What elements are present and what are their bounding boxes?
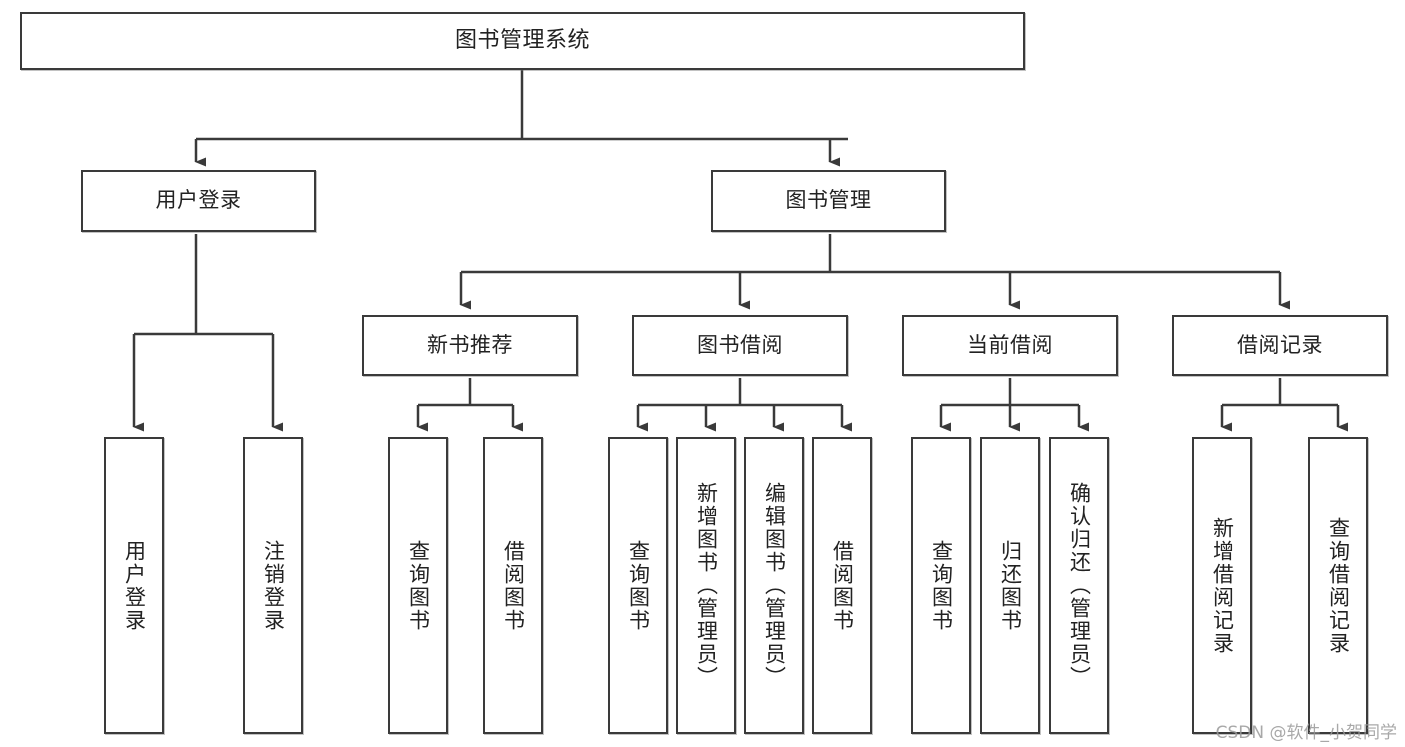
- node-root[interactable]: 图书管理系统: [20, 12, 1025, 70]
- node-leaf-return-book[interactable]: 归还图书: [980, 437, 1040, 734]
- node-leaf-user-login-label: 用户登录: [122, 539, 147, 632]
- node-leaf-add-record[interactable]: 新增借阅记录: [1192, 437, 1252, 734]
- node-leaf-query-book-1-label: 查询图书: [406, 539, 431, 632]
- node-leaf-confirm-return-label: 确认归还（管理员）: [1067, 482, 1092, 689]
- node-leaf-edit-book-label: 编辑图书（管理员）: [762, 482, 787, 689]
- node-leaf-query-book-3-label: 查询图书: [929, 539, 954, 632]
- node-borrow-record[interactable]: 借阅记录: [1172, 315, 1388, 376]
- node-leaf-borrow-book-2[interactable]: 借阅图书: [812, 437, 872, 734]
- node-leaf-borrow-book-1[interactable]: 借阅图书: [483, 437, 543, 734]
- node-new-book-recommend-label: 新书推荐: [427, 332, 513, 357]
- node-leaf-query-record-label: 查询借阅记录: [1326, 516, 1351, 655]
- node-leaf-add-book[interactable]: 新增图书（管理员）: [676, 437, 736, 734]
- node-leaf-borrow-book-1-label: 借阅图书: [501, 539, 526, 632]
- node-leaf-query-book-2-label: 查询图书: [626, 539, 651, 632]
- node-leaf-confirm-return[interactable]: 确认归还（管理员）: [1049, 437, 1109, 734]
- node-borrow-record-label: 借阅记录: [1237, 332, 1323, 357]
- node-user-login-label: 用户登录: [155, 188, 242, 213]
- node-book-borrow-label: 图书借阅: [697, 332, 783, 357]
- node-book-manage[interactable]: 图书管理: [711, 170, 946, 232]
- node-leaf-logout-login-label: 注销登录: [261, 539, 286, 632]
- node-book-borrow[interactable]: 图书借阅: [632, 315, 848, 376]
- node-leaf-logout-login[interactable]: 注销登录: [243, 437, 303, 734]
- node-current-borrow[interactable]: 当前借阅: [902, 315, 1118, 376]
- node-root-label: 图书管理系统: [454, 27, 590, 53]
- node-leaf-edit-book[interactable]: 编辑图书（管理员）: [744, 437, 804, 734]
- node-leaf-query-book-1[interactable]: 查询图书: [388, 437, 448, 734]
- node-leaf-add-record-label: 新增借阅记录: [1210, 516, 1235, 655]
- node-leaf-user-login[interactable]: 用户登录: [104, 437, 164, 734]
- node-leaf-query-book-3[interactable]: 查询图书: [911, 437, 971, 734]
- node-leaf-add-book-label: 新增图书（管理员）: [694, 482, 719, 689]
- node-book-manage-label: 图书管理: [785, 188, 872, 213]
- node-current-borrow-label: 当前借阅: [967, 332, 1053, 357]
- node-leaf-borrow-book-2-label: 借阅图书: [830, 539, 855, 632]
- node-leaf-query-record[interactable]: 查询借阅记录: [1308, 437, 1368, 734]
- node-user-login[interactable]: 用户登录: [81, 170, 316, 232]
- node-new-book-recommend[interactable]: 新书推荐: [362, 315, 578, 376]
- node-leaf-return-book-label: 归还图书: [998, 539, 1023, 632]
- node-leaf-query-book-2[interactable]: 查询图书: [608, 437, 668, 734]
